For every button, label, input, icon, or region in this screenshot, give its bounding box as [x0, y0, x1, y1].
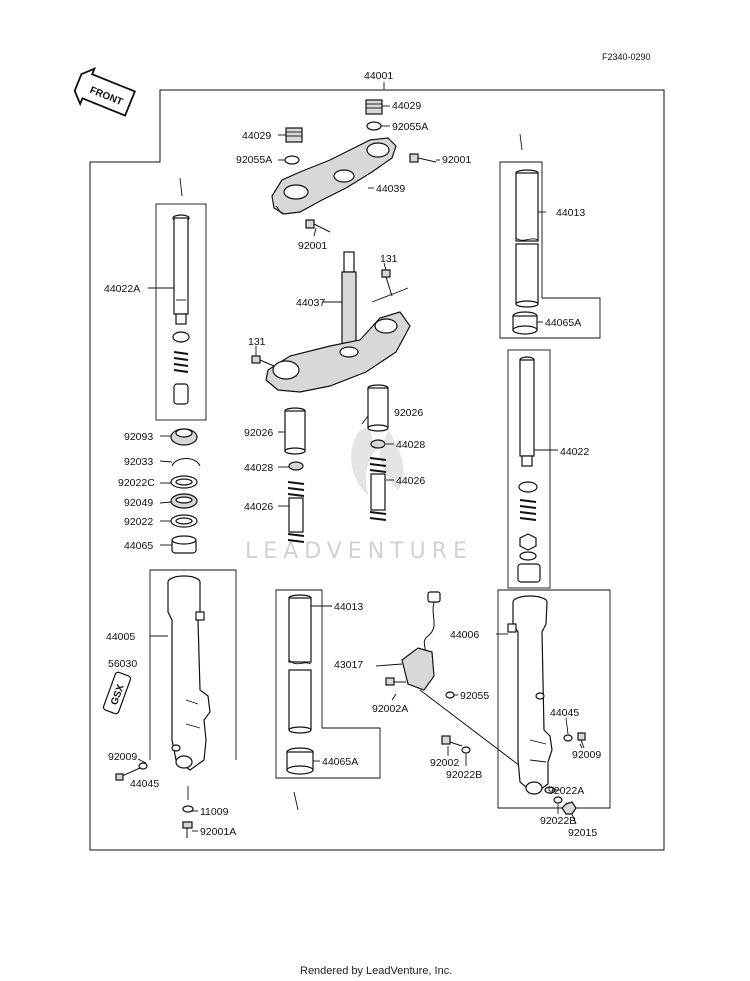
svg-text:LEADVENTURE: LEADVENTURE	[245, 539, 473, 564]
label-92093: 92093	[124, 431, 153, 443]
bushing-44065a-upper	[512, 311, 538, 335]
label-44065a-b: 44065A	[322, 756, 358, 768]
label-131-b: 131	[248, 336, 266, 348]
label-44013-b: 44013	[334, 601, 363, 613]
washer-92022b-center	[461, 746, 471, 754]
watermark: LEADVENTURE	[245, 428, 473, 564]
label-44065a-a: 44065A	[545, 317, 581, 329]
label-92002: 92002	[430, 757, 459, 769]
label-92049: 92049	[124, 497, 153, 509]
label-92001-b: 92001	[298, 240, 327, 252]
box-44005	[149, 569, 237, 760]
label-44005: 44005	[106, 631, 135, 643]
label-44029-a: 44029	[392, 100, 421, 112]
label-44022a: 44022A	[104, 283, 140, 295]
label-92001a: 92001A	[200, 826, 236, 838]
label-44026-b: 44026	[396, 475, 425, 487]
outer-tube-44005	[167, 575, 211, 771]
inner-tube-44022	[517, 356, 541, 583]
box-44013-lower	[275, 589, 381, 779]
label-92022: 92022	[124, 516, 153, 528]
label-44065: 44065	[124, 540, 153, 552]
bolt-92009-left	[115, 762, 148, 781]
sensor-43017	[401, 591, 521, 767]
label-92026-a: 92026	[244, 427, 273, 439]
fork-tube-44013-upper	[515, 169, 539, 308]
oring-92055a-right	[366, 121, 382, 131]
label-92009-b: 92009	[572, 749, 601, 761]
washer-92022b-right	[553, 796, 563, 804]
bolt-92009-right	[563, 732, 586, 749]
label-131-a: 131	[380, 253, 398, 265]
label-44026-a: 44026	[244, 501, 273, 513]
spring-44026-left	[287, 481, 305, 543]
label-11009: 11009	[200, 806, 229, 818]
label-44028-a: 44028	[244, 462, 273, 474]
label-92022a: 92022A	[548, 785, 584, 797]
label-44028-b: 44028	[396, 439, 425, 451]
bolt-92001a	[182, 821, 193, 838]
label-92055: 92055	[460, 690, 489, 702]
oring-92055a-left	[284, 155, 300, 165]
washer-92055	[445, 691, 455, 699]
label-56030: 56030	[108, 658, 137, 670]
decal-56030: GSX	[102, 671, 132, 715]
upper-bracket-44039	[271, 137, 397, 215]
left-seal-stack	[170, 428, 201, 554]
seat-44028-left	[288, 461, 304, 471]
bushing-44065a-lower	[286, 747, 314, 775]
bolt-131-lower	[251, 355, 275, 367]
label-44045-b: 44045	[550, 707, 579, 719]
box-44022a	[155, 203, 207, 421]
label-44006: 44006	[450, 629, 479, 641]
bolt-92001-upper	[409, 153, 437, 163]
spacer-92026-right	[367, 384, 389, 432]
footer-credit: Rendered by LeadVenture, Inc.	[300, 965, 452, 977]
label-92015: 92015	[568, 827, 597, 839]
fork-tube-44013-lower	[288, 594, 312, 734]
bolt-92002a	[385, 677, 406, 686]
diagram-code: F2340-0290	[602, 52, 651, 62]
steering-stem-44037	[265, 251, 411, 393]
label-92055a-a: 92055A	[392, 121, 428, 133]
label-92022b-b: 92022B	[540, 815, 576, 827]
spacer-92026-left	[284, 407, 306, 455]
cap-bolt-44029-right	[365, 99, 383, 115]
label-44039: 44039	[376, 183, 405, 195]
label-43017: 43017	[334, 659, 363, 671]
label-44022: 44022	[560, 446, 589, 458]
box-44022	[507, 349, 551, 589]
label-92033: 92033	[124, 456, 153, 468]
box-44013-upper	[499, 161, 601, 339]
label-92002a: 92002A	[372, 703, 408, 715]
label-44045-a: 44045	[130, 778, 159, 790]
label-92001-a: 92001	[442, 154, 471, 166]
label-44029-b: 44029	[242, 130, 271, 142]
inner-tube-44022a	[172, 214, 190, 405]
front-arrow-icon: FRONT	[73, 66, 137, 117]
bolt-92002	[441, 735, 463, 747]
assembly-outline	[89, 89, 665, 851]
label-92055a-b: 92055A	[236, 154, 272, 166]
bolt-131-upper	[381, 269, 393, 297]
cap-bolt-44029-left	[285, 127, 303, 143]
label-92022c: 92022C	[118, 477, 155, 489]
label-44037: 44037	[296, 297, 325, 309]
spring-44026-right	[369, 457, 387, 521]
seat-44028-right	[370, 439, 386, 449]
label-92009-a: 92009	[108, 751, 137, 763]
label-92026-b: 92026	[394, 407, 423, 419]
label-44013-a: 44013	[556, 207, 585, 219]
outer-tube-44006	[507, 595, 553, 795]
label-44001: 44001	[364, 70, 393, 82]
washer-11009	[182, 805, 194, 813]
bolt-92001-lower	[305, 219, 331, 233]
nut-92015	[561, 801, 577, 815]
label-92022b-a: 92022B	[446, 769, 482, 781]
box-44006	[497, 589, 611, 809]
